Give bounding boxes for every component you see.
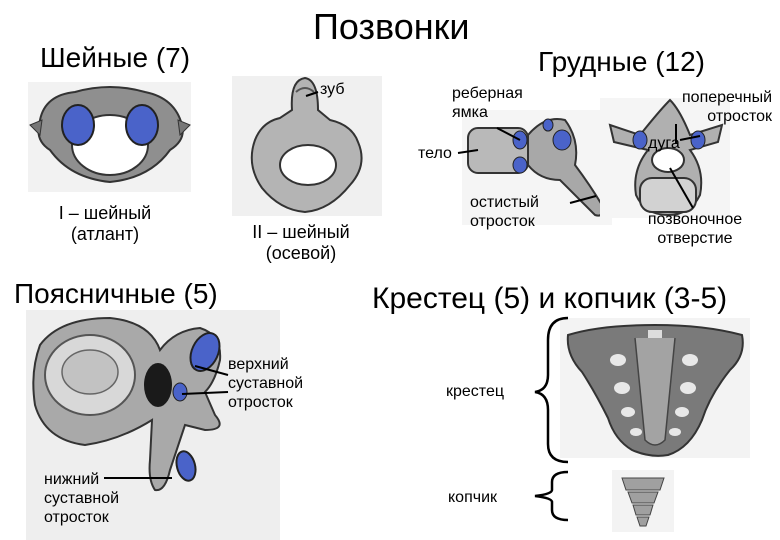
atlas-right-facet (125, 104, 159, 146)
label-axis-line2: (осевой) (265, 243, 337, 263)
label-foramen: позвоночное отверстие (628, 210, 762, 248)
label-axis-line1: II – шейный (252, 222, 350, 242)
label-superior-line2: суставной (228, 375, 304, 392)
label-spinous: остистый отросток (470, 193, 539, 231)
label-transverse: поперечный отросток (646, 88, 772, 126)
atlas-illustration (28, 82, 191, 192)
section-thoracic: Грудные (12) (538, 46, 705, 77)
label-foramen-line2: отверстие (657, 230, 733, 247)
sacrum-illustration (560, 318, 750, 458)
label-sacrum: крестец (446, 383, 505, 400)
label-costal-pit-line2: ямка (452, 104, 488, 121)
label-body: тело (418, 145, 452, 162)
page-title: Позвонки (313, 6, 470, 47)
atlas-left-facet (61, 104, 95, 146)
label-inferior-line3: отросток (44, 509, 109, 526)
label-transverse-line2: отросток (707, 108, 772, 125)
axis-illustration (232, 76, 382, 216)
label-arch: дуга (648, 135, 680, 152)
coccyx-illustration (612, 470, 674, 532)
label-foramen-line1: позвоночное (647, 211, 743, 228)
label-axis: II – шейный (осевой) (226, 222, 376, 264)
label-costal-pit-line1: реберная (452, 85, 523, 102)
lumbar-illustration (26, 310, 280, 540)
label-tooth: зуб (320, 81, 345, 98)
label-atlas: I – шейный (атлант) (30, 203, 180, 245)
label-superior-line1: верхний (228, 356, 289, 373)
pointer-lines (104, 91, 701, 479)
label-costal-pit: реберная ямка (452, 84, 523, 122)
label-spinous-line1: остистый (470, 194, 539, 211)
label-inferior-line2: суставной (44, 490, 120, 507)
label-inferior-line1: нижний (44, 471, 100, 488)
brackets (534, 316, 569, 522)
thoracic-top-illustration (600, 98, 730, 218)
label-superior-articular: верхний суставной отросток (228, 355, 303, 412)
label-superior-line3: отросток (228, 394, 293, 411)
label-transverse-line1: поперечный (682, 89, 772, 106)
section-sacrum: Крестец (5) и копчик (3-5) (372, 282, 728, 315)
label-atlas-line1: I – шейный (58, 203, 152, 223)
label-inferior-articular: нижний суставной отросток (44, 470, 119, 527)
section-lumbar: Поясничные (5) (14, 278, 218, 309)
label-spinous-line2: отросток (470, 213, 535, 230)
section-cervical: Шейные (7) (40, 42, 191, 73)
label-atlas-line2: (атлант) (70, 224, 140, 244)
label-coccyx: копчик (448, 489, 498, 506)
